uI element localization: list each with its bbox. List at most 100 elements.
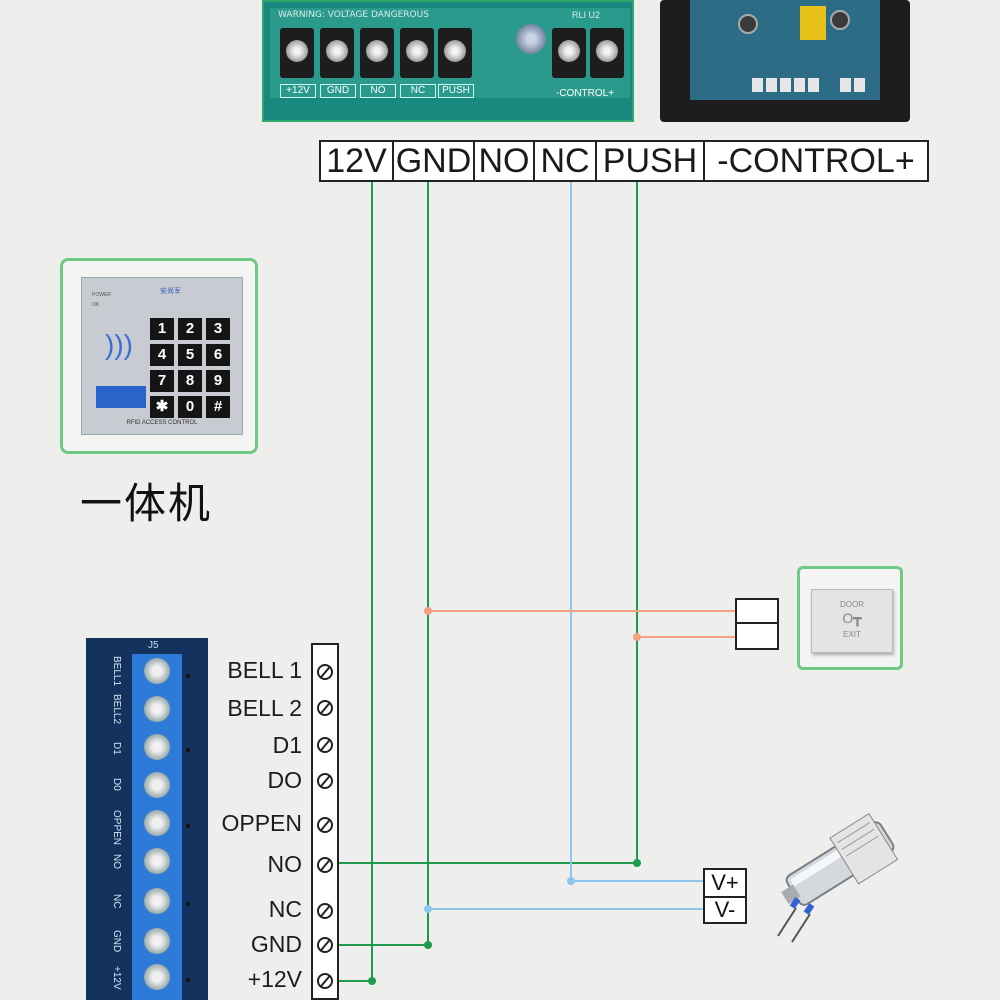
pcb-terminal [780, 78, 791, 92]
screw-terminal-icon [317, 664, 333, 680]
lock-terminal-vminus: V- [714, 897, 736, 922]
power-supply-board: WARNING: VOLTAGE DANGEROUS RLI U2 +12V G… [262, 0, 634, 122]
capacitor-icon [830, 10, 850, 30]
board-label: GND [111, 930, 122, 953]
board-solder-dot [186, 674, 190, 678]
board-label: NO [111, 854, 122, 869]
screw-terminal-icon [317, 737, 333, 753]
label-12v: 12V [321, 142, 394, 180]
keypad-keys: 1 2 3 4 5 6 7 8 9 ✱ 0 # [150, 318, 230, 418]
board-screw [144, 964, 170, 990]
pcb-terminal [794, 78, 805, 92]
junction-dot [424, 941, 432, 949]
board-label: BELL2 [111, 694, 122, 725]
wire-push-to-no [329, 182, 638, 864]
junction-dot [633, 859, 641, 867]
psu-label-nc: NC [400, 84, 436, 98]
screw-terminal-icon [317, 937, 333, 953]
screw-terminal-icon [317, 700, 333, 716]
psu-screw-terminal [438, 28, 472, 78]
keypad-key: 0 [178, 396, 202, 418]
screw-terminal-icon [317, 973, 333, 989]
board-label: OPPEN [111, 810, 122, 846]
exit-button-terminals [735, 598, 779, 650]
card-reader-icon [96, 386, 146, 408]
pcb-terminal [766, 78, 777, 92]
keypad-key: 8 [178, 370, 202, 392]
label-push: PUSH [597, 142, 705, 180]
board-screw [144, 734, 170, 760]
terminal-label-bell2: BELL 2 [227, 695, 302, 721]
keypad-caption: 一体机 [80, 479, 213, 528]
exit-button-image: DOOR O┳ EXIT [797, 566, 903, 670]
controller-pcb [690, 0, 880, 100]
label-gnd: GND [394, 142, 475, 180]
psu-screw-terminal [400, 28, 434, 78]
board-label: BELL1 [111, 656, 122, 687]
rfid-wave-icon: ))) [105, 329, 133, 360]
psu-label-control: -CONTROL+ [556, 88, 615, 99]
board-screw [144, 888, 170, 914]
psu-screw-terminal [280, 28, 314, 78]
board-header-label: J5 [148, 640, 159, 651]
electric-bolt-lock-icon [777, 812, 899, 943]
terminal-label-d1: D1 [272, 732, 302, 758]
board-solder-dot [186, 902, 190, 906]
keypad-key: ✱ [150, 396, 174, 418]
wire-gnd [329, 182, 429, 946]
terminal-label-gnd: GND [250, 931, 302, 957]
psu-screw-terminal [320, 28, 354, 78]
pcb-terminal [840, 78, 851, 92]
keypad-brand: 安尚军 [160, 287, 181, 295]
access-controller-board: J5 BELL1 BELL2 D1 D0 OPPEN NO NC GND +12… [86, 638, 208, 1000]
board-screw [144, 928, 170, 954]
junction-dot [567, 877, 575, 885]
board-solder-dot [186, 748, 190, 752]
keypad-key: 7 [150, 370, 174, 392]
terminal-label-nc: NC [268, 896, 302, 922]
board-label: D1 [111, 742, 122, 755]
board-label: +12V [111, 966, 122, 990]
psu-adjust-knob [516, 24, 546, 54]
pcb-terminal [808, 78, 819, 92]
screw-terminal-icon [317, 817, 333, 833]
exit-button-plate: DOOR O┳ EXIT [811, 589, 893, 653]
rfid-keypad-image: POWER OK 安尚军 ))) 1 2 3 4 5 6 7 8 9 ✱ 0 #… [60, 258, 258, 454]
lock-terminal-block: V+ V- [703, 868, 747, 924]
terminal-label-12v: +12V [247, 966, 302, 992]
exit-button-bottom-text: EXIT [843, 630, 861, 639]
terminal-label-do: DO [267, 767, 303, 793]
power-led-label: POWER [92, 292, 111, 298]
controller-terminal-strip [311, 643, 339, 1000]
board-screw [144, 848, 170, 874]
terminal-label-bell1: BELL 1 [227, 657, 302, 683]
junction-dot [368, 977, 376, 985]
board-screw [144, 658, 170, 684]
board-label: NC [111, 894, 122, 909]
psu-label-12v: +12V [280, 84, 316, 98]
keypad-key: 5 [178, 344, 202, 366]
controller-box-photo [660, 0, 910, 122]
capacitor-icon [738, 14, 758, 34]
screw-terminal-icon [317, 773, 333, 789]
board-label: D0 [111, 778, 122, 791]
psu-warning-text: WARNING: VOLTAGE DANGEROUS [278, 10, 429, 20]
board-solder-dot [186, 824, 190, 828]
exit-button-top-text: DOOR [840, 600, 864, 609]
psu-label-gnd: GND [320, 84, 356, 98]
pcb-terminal [752, 78, 763, 92]
keypad-key: 6 [206, 344, 230, 366]
board-screw [144, 696, 170, 722]
psu-label-no: NO [360, 84, 396, 98]
power-terminal-label-bar: 12V GND NO NC PUSH -CONTROL+ [319, 140, 929, 182]
terminal-label-no: NO [267, 851, 303, 877]
board-screw [144, 772, 170, 798]
psu-screw-terminal [590, 28, 624, 78]
screw-terminal-icon [317, 903, 333, 919]
label-control: -CONTROL+ [717, 141, 915, 180]
psu-screw-terminal [552, 28, 586, 78]
label-no: NO [475, 142, 535, 180]
board-screw [144, 810, 170, 836]
junction-dot [424, 905, 432, 913]
